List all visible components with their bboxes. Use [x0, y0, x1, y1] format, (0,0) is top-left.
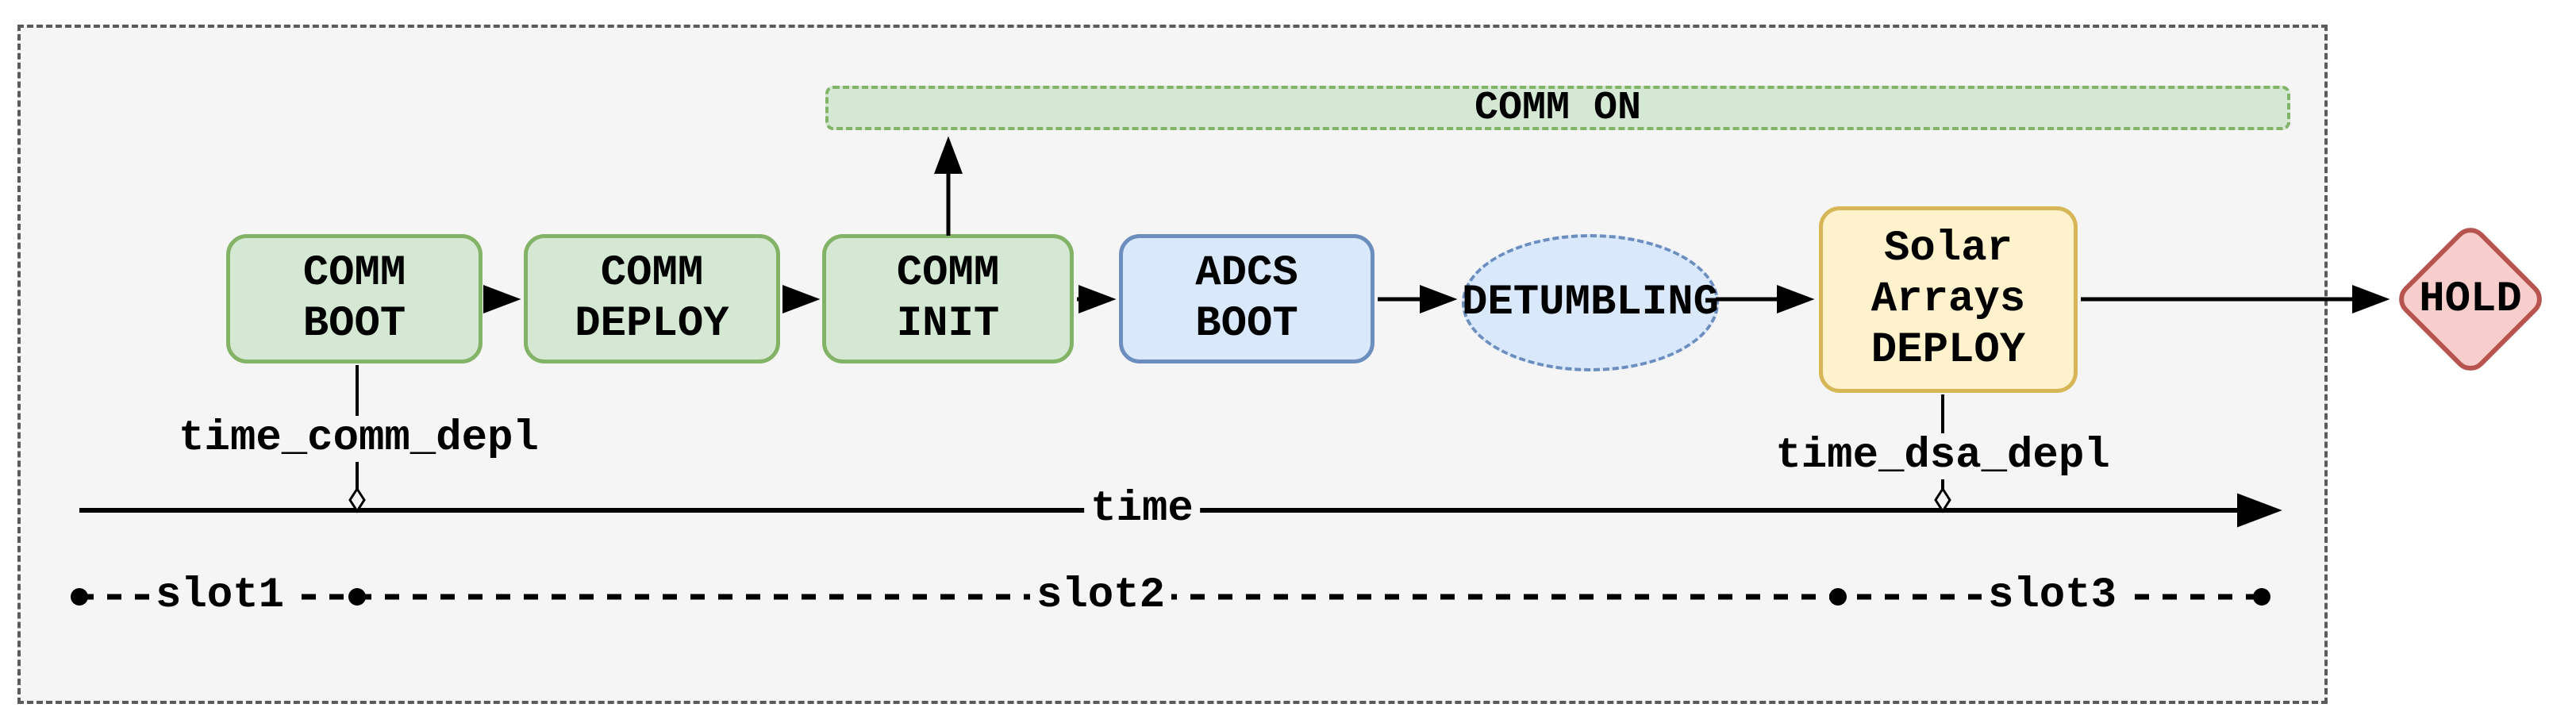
state-comm-init-line1: COMM [896, 248, 1000, 298]
state-solar-line3: DEPLOY [1870, 325, 2026, 375]
state-detumbling-label: DETUMBLING [1461, 279, 1720, 327]
comm-on-label: COMM ON [1474, 85, 1642, 131]
time-dsa-depl-label: time_dsa_depl [1769, 433, 2117, 479]
state-detumbling: DETUMBLING [1462, 234, 1719, 371]
state-comm-deploy-line2: DEPLOY [575, 299, 729, 348]
state-comm-boot-line1: COMM [302, 248, 406, 298]
state-solar-arrays-deploy: Solar Arrays DEPLOY [1819, 206, 2078, 393]
comm-on-bar: COMM ON [825, 85, 2290, 131]
state-hold-label: HOLD [2391, 275, 2550, 324]
state-comm-boot: COMM BOOT [226, 234, 483, 363]
time-axis-label: time [1084, 486, 1200, 533]
hold-text: HOLD [2419, 275, 2522, 324]
slot3-label: slot3 [1981, 573, 2124, 619]
slot2-label: slot2 [1029, 573, 1172, 619]
state-adcs-boot-line2: BOOT [1195, 299, 1298, 348]
time-comm-depl-label: time_comm_depl [172, 416, 545, 462]
state-adcs-boot: ADCS BOOT [1119, 234, 1375, 363]
state-adcs-boot-line1: ADCS [1195, 248, 1298, 298]
state-solar-line1: Solar [1883, 224, 2013, 273]
state-comm-boot-line2: BOOT [302, 299, 406, 348]
state-comm-deploy-line1: COMM [600, 248, 704, 298]
state-comm-init-line2: INIT [896, 299, 1000, 348]
state-solar-line2: Arrays [1870, 275, 2026, 324]
slot1-label: slot1 [148, 573, 291, 619]
state-comm-deploy: COMM DEPLOY [524, 234, 780, 363]
state-comm-init: COMM INIT [822, 234, 1074, 363]
